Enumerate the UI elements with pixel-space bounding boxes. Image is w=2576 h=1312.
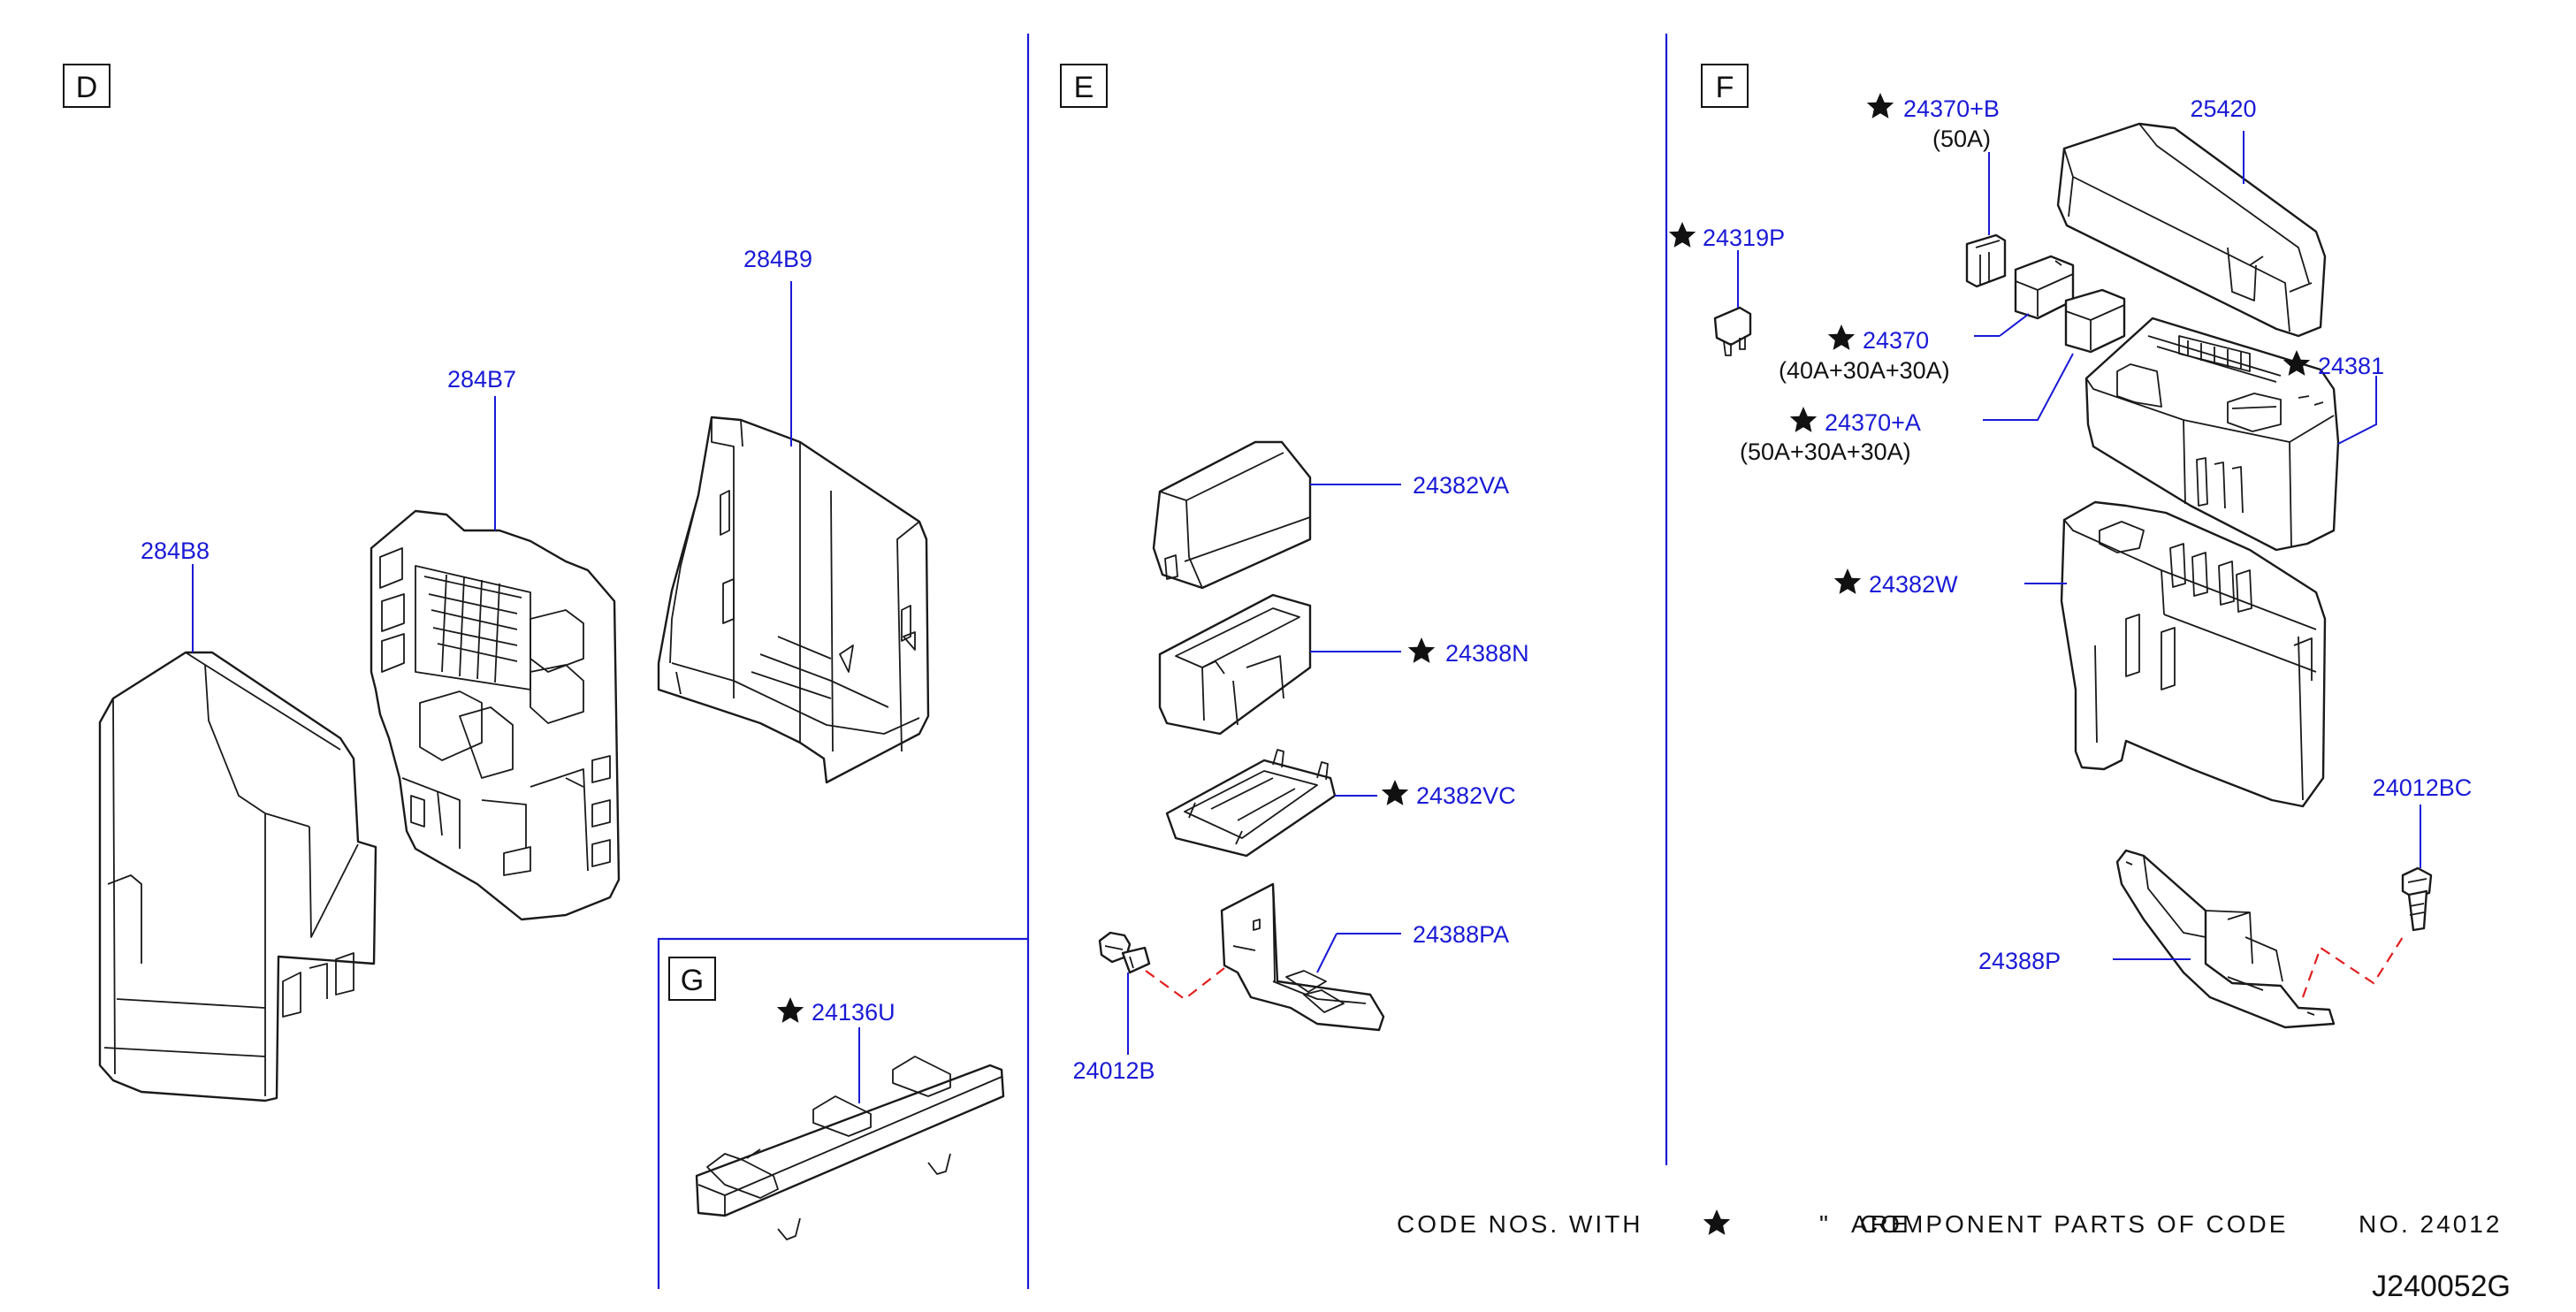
footnote-quote: "	[1819, 1210, 1831, 1238]
leader-24388PA-a	[1316, 933, 1338, 973]
dashed-fit-line-24388P	[2301, 936, 2404, 998]
section-e-box: E	[1060, 64, 1108, 108]
label-24381: 24381	[2318, 353, 2384, 379]
label-24319P: 24319P	[1703, 225, 1785, 251]
part-24382VC-plate	[1165, 749, 1337, 858]
star-icon	[1381, 780, 1409, 805]
leader-24381	[2337, 376, 2377, 445]
part-24012B-bolt	[1098, 931, 1151, 974]
label-24012B: 24012B	[1072, 1057, 1155, 1084]
star-icon	[1668, 222, 1696, 248]
label-284B7: 284B7	[447, 366, 516, 393]
label-24388PA: 24388PA	[1413, 921, 1509, 948]
label-24370A: 24370+A	[1825, 409, 1921, 436]
star-icon	[1407, 637, 1436, 663]
section-d-box: D	[63, 64, 111, 108]
star-icon	[1789, 407, 1818, 432]
footnote-left: CODE NOS. WITH	[1397, 1210, 1642, 1238]
footnote-no: NO. 24012	[2359, 1210, 2502, 1238]
section-f-label: F	[1716, 71, 1734, 104]
label-24370B: 24370+B	[1903, 95, 2000, 122]
leader-24370-b	[1999, 313, 2030, 337]
star-icon	[1827, 324, 1856, 350]
label-24388N: 24388N	[1445, 640, 1529, 667]
dashed-fit-line-24012B	[1145, 967, 1225, 1001]
part-24370A-fuse	[2064, 288, 2126, 354]
label-24370: 24370	[1863, 327, 1929, 354]
label-24012BC: 24012BC	[2373, 774, 2473, 801]
divider-g-box	[657, 937, 1028, 1289]
star-icon	[776, 997, 804, 1023]
section-g-label: G	[681, 964, 704, 997]
rating-24370B: (50A)	[1932, 126, 1991, 152]
part-24370B-fuse	[1965, 233, 2007, 288]
star-icon	[1833, 568, 1862, 594]
part-24012BC-bolt	[2401, 866, 2433, 932]
part-284B9-bracket	[657, 416, 930, 784]
part-24388PA-bracket	[1220, 882, 1385, 1032]
part-24382VA-cap	[1152, 440, 1312, 590]
footnote-right: COMPONENT PARTS OF CODE	[1860, 1210, 2288, 1238]
part-24136U-clip-strip	[695, 1056, 1005, 1240]
section-e-label: E	[1074, 71, 1094, 104]
diagram-code: J240052G	[2372, 1270, 2511, 1303]
label-24388P: 24388P	[1978, 948, 2061, 974]
section-g-box: G	[668, 957, 716, 1001]
label-284B9: 284B9	[743, 246, 812, 272]
label-24382W: 24382W	[1869, 571, 1958, 598]
section-f-box: F	[1701, 64, 1749, 108]
footnote-overlap: ARE	[1851, 1210, 1910, 1238]
label-25420: 25420	[2190, 95, 2256, 122]
part-24370-fuse	[2014, 255, 2075, 320]
part-24388P-bracket	[2115, 849, 2336, 1029]
part-284B7-junction-box	[370, 509, 621, 921]
rating-24370: (40A+30A+30A)	[1779, 357, 1950, 384]
part-24388N-case	[1158, 593, 1312, 736]
label-24136U: 24136U	[812, 999, 896, 1026]
star-icon	[1866, 93, 1894, 118]
part-24319P-fuse	[1713, 306, 1752, 356]
part-24382W-lower-case	[2060, 500, 2327, 808]
part-284B8-cover	[98, 651, 377, 1102]
label-284B8: 284B8	[141, 538, 210, 564]
star-icon	[1703, 1209, 1731, 1235]
label-24382VC: 24382VC	[1416, 782, 1516, 809]
label-24382VA: 24382VA	[1413, 472, 1509, 499]
rating-24370A: (50A+30A+30A)	[1740, 439, 1911, 465]
part-25420-lid	[2056, 122, 2327, 338]
footnote: CODE NOS. WITH " ARE COMPONENT PARTS OF …	[1397, 1209, 2502, 1238]
section-d-label: D	[76, 71, 98, 104]
leader-24370A	[1983, 353, 2074, 421]
